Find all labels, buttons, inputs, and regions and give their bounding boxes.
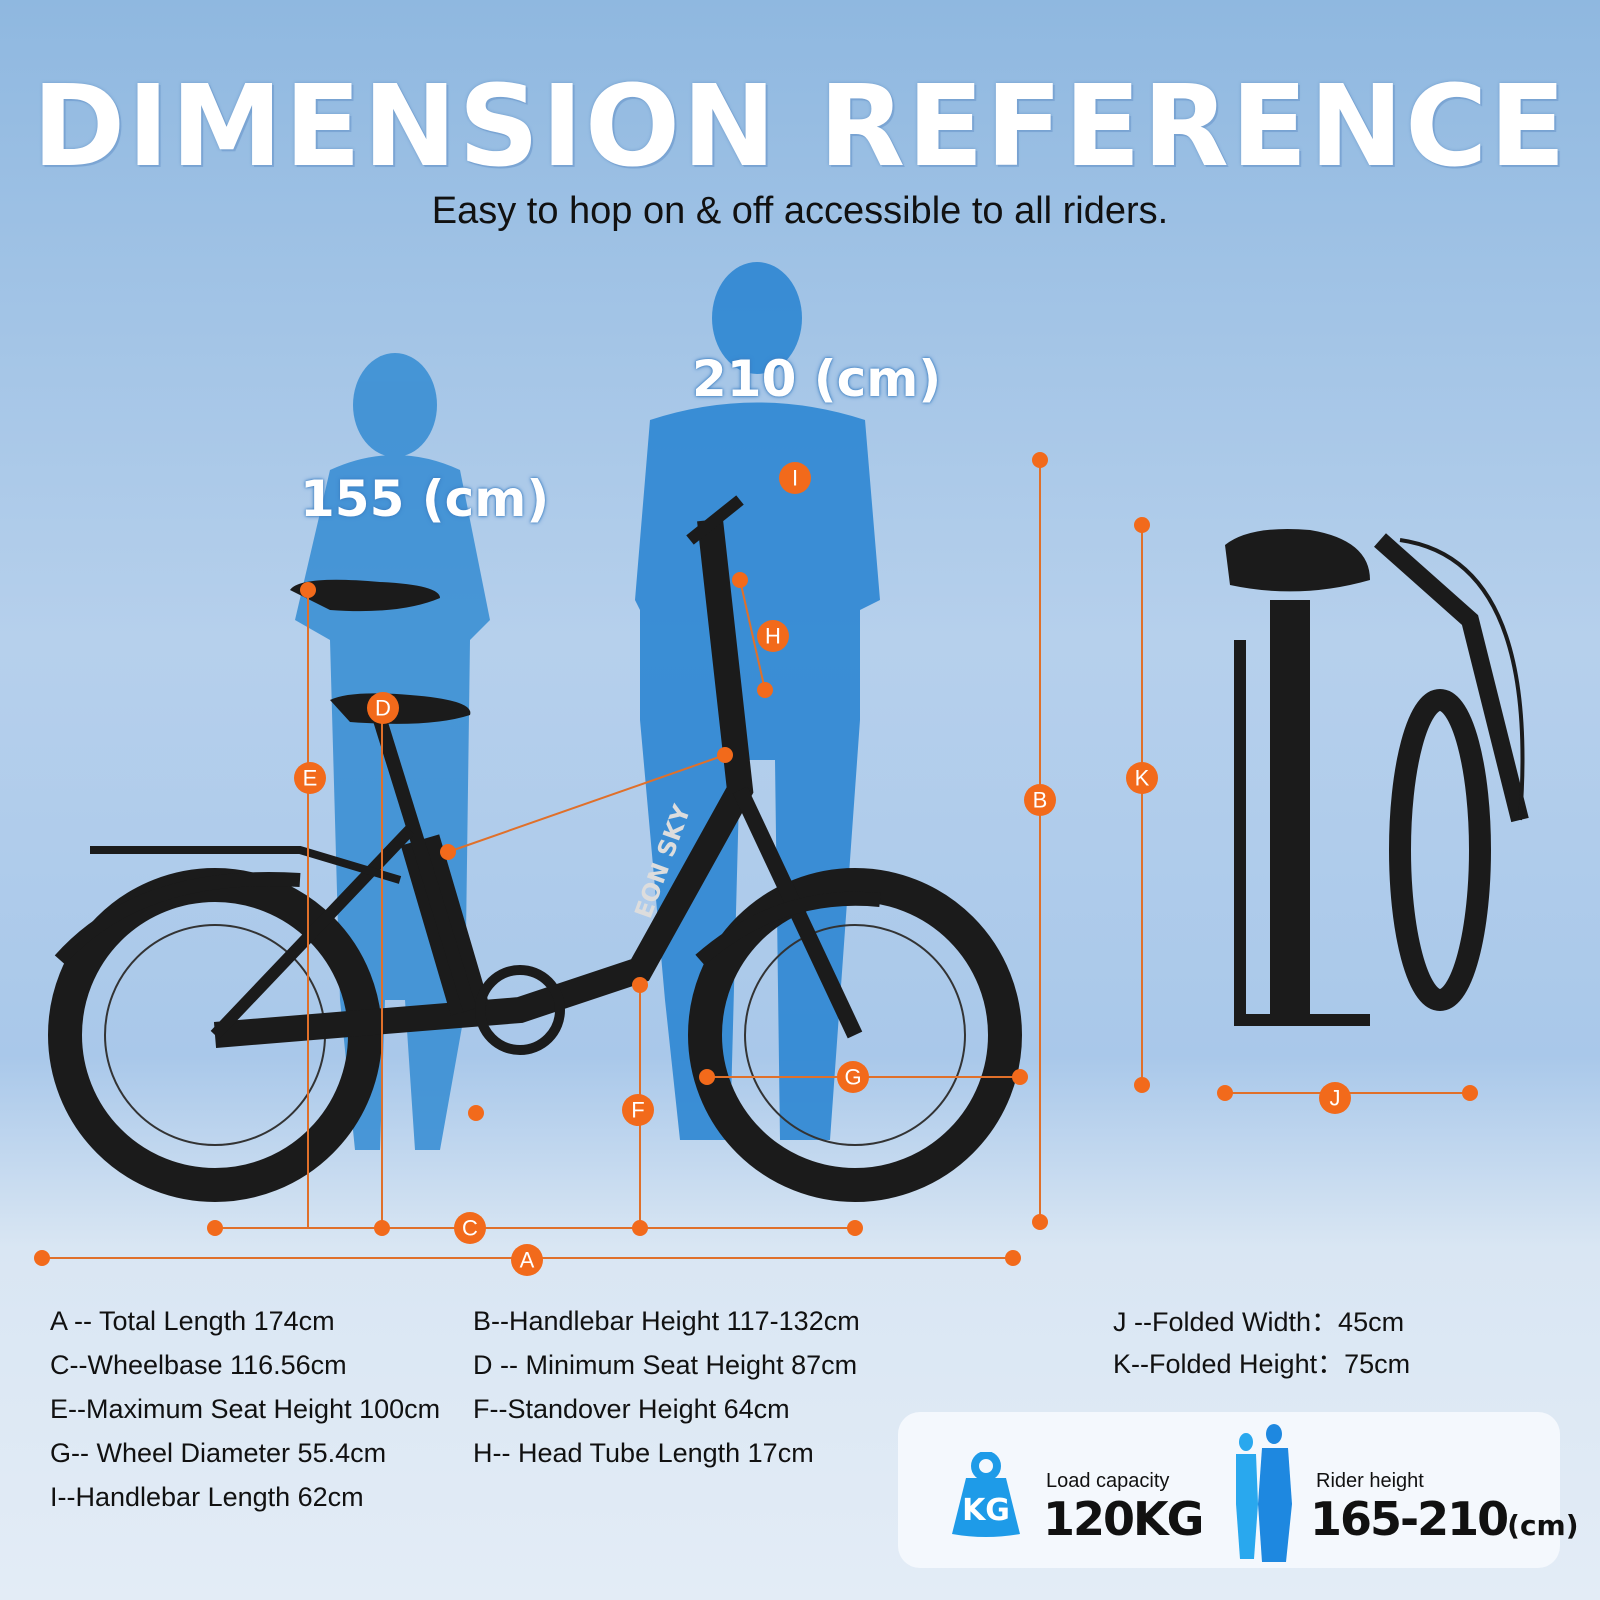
svg-text:A: A (520, 1248, 535, 1273)
marker-g: G (837, 1061, 869, 1093)
spec-list-folded: J --Folded Width：45cm K--Folded Height：7… (1113, 1300, 1410, 1384)
spec-item: D -- Minimum Seat Height 87cm (473, 1350, 858, 1380)
marker-h: H (757, 620, 789, 652)
rider-height-value: 165-210(cm) (1310, 1492, 1579, 1546)
capacity-card: KG Load capacity 120KG Rider height 165-… (898, 1412, 1579, 1568)
svg-text:G: G (844, 1065, 861, 1090)
svg-text:E: E (303, 766, 318, 791)
rider-height-label: Rider height (1316, 1470, 1424, 1492)
spec-item: K--Folded Height：75cm (1113, 1349, 1411, 1379)
spec-item: E--Maximum Seat Height 100cm (50, 1394, 441, 1424)
male-height-label: 210 (cm) (692, 350, 942, 408)
marker-i: I (779, 462, 811, 494)
spec-item: H-- Head Tube Length 17cm (473, 1438, 814, 1468)
svg-text:H: H (765, 624, 781, 649)
ebike-folded (1234, 533, 1529, 1026)
marker-c: C (454, 1212, 486, 1244)
svg-text:KG: KG (962, 1493, 1010, 1528)
spec-item: I--Handlebar Length 62cm (50, 1482, 364, 1512)
svg-text:C: C (462, 1216, 478, 1241)
spec-item: A -- Total Length 174cm (50, 1306, 335, 1336)
ebike-unfolded (48, 495, 1022, 1202)
subtitle: Easy to hop on & off accessible to all r… (431, 190, 1169, 232)
load-capacity-label: Load capacity (1046, 1470, 1170, 1492)
marker-a: A (511, 1244, 543, 1276)
load-capacity-value: 120KG (1043, 1492, 1204, 1546)
page-title: DIMENSION REFERENCE (32, 62, 1568, 192)
marker-f: F (622, 1094, 654, 1126)
folded-seat (1225, 529, 1370, 592)
marker-k: K (1126, 762, 1158, 794)
spec-list-middle: B--Handlebar Height 117-132cm D -- Minim… (473, 1306, 860, 1482)
svg-text:F: F (631, 1098, 644, 1123)
marker-e: E (294, 762, 326, 794)
svg-text:J: J (1330, 1086, 1341, 1111)
dimension-endpoints (34, 452, 1478, 1266)
svg-text:D: D (375, 696, 391, 721)
spec-item: F--Standover Height 64cm (473, 1394, 790, 1424)
spec-item: C--Wheelbase 116.56cm (50, 1350, 347, 1380)
dimension-lines (42, 460, 1470, 1259)
spec-list-left: A -- Total Length 174cm C--Wheelbase 116… (50, 1306, 440, 1526)
marker-j: J (1319, 1082, 1351, 1114)
rider-silhouettes-icon (1236, 1424, 1292, 1562)
svg-text:I: I (792, 466, 798, 491)
spec-item: G-- Wheel Diameter 55.4cm (50, 1438, 387, 1468)
dimension-markers: A B C D E F G H I J K (294, 462, 1351, 1276)
female-height-label: 155 (cm) (300, 470, 550, 528)
spec-item: J --Folded Width：45cm (1113, 1307, 1405, 1337)
bike-seats (290, 579, 471, 724)
spec-item: B--Handlebar Height 117-132cm (473, 1306, 860, 1336)
marker-d: D (367, 692, 399, 724)
kg-weight-icon: KG (952, 1452, 1020, 1537)
svg-text:K: K (1135, 766, 1150, 791)
svg-text:B: B (1033, 788, 1048, 813)
marker-b: B (1024, 784, 1056, 816)
